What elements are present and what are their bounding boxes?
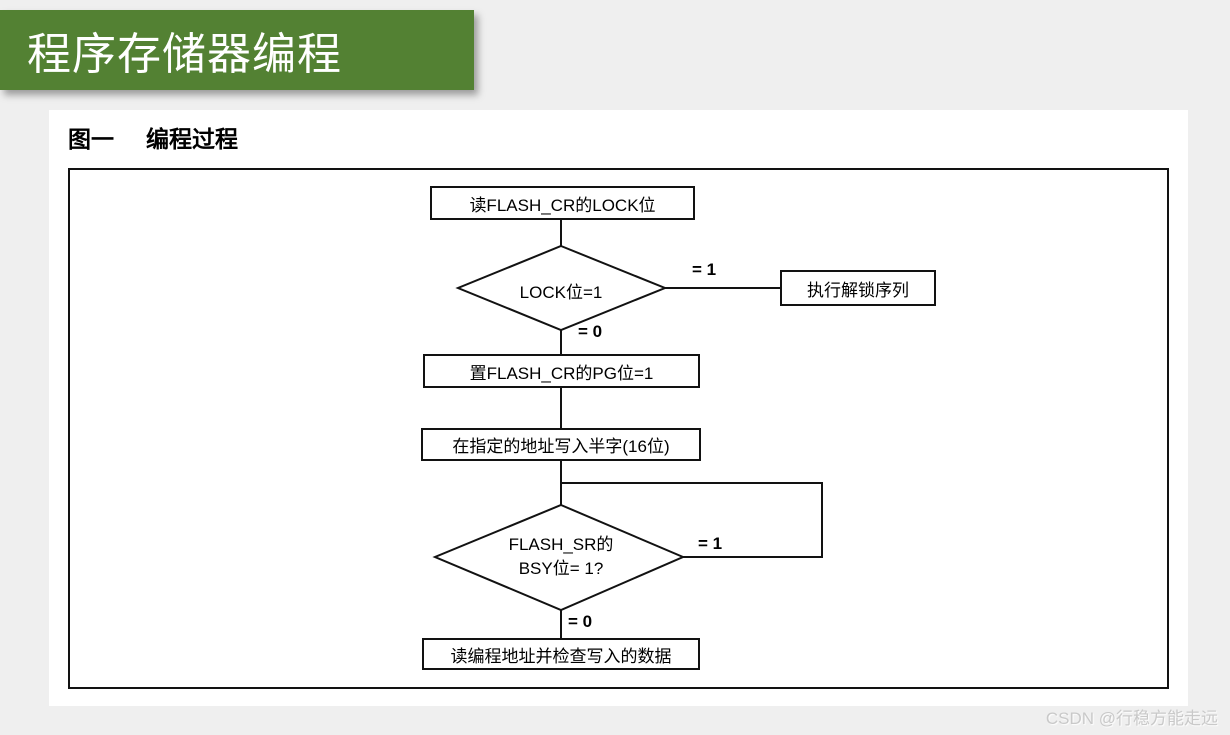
flowchart-canvas	[432, 220, 823, 640]
edge-label-lock-eq0: = 0	[578, 322, 603, 341]
page-title: 程序存储器编程	[27, 30, 342, 79]
node-unlock-sequence: 执行解锁序列	[780, 270, 936, 306]
title-banner: 程序存储器编程	[0, 10, 474, 90]
edge-label-bsy-eq0: = 0	[568, 612, 593, 631]
decision-bsy-line1: FLASH_SR的	[508, 535, 614, 554]
node-verify-data: 读编程地址并检查写入的数据	[422, 638, 700, 670]
decision-bsy-label: FLASH_SR的 BSY位= 1?	[461, 533, 661, 581]
node-read-lock-bit: 读FLASH_CR的LOCK位	[430, 186, 695, 220]
figure-caption: 图一 编程过程	[68, 120, 238, 154]
node-write-halfword: 在指定的地址写入半字(16位)	[421, 428, 701, 461]
edge-label-bsy-eq1: = 1	[698, 534, 723, 553]
decision-lock-shape	[455, 244, 668, 332]
connector-bsy-loop	[561, 482, 823, 558]
decision-bsy-line2: BSY位= 1?	[518, 559, 604, 578]
flowchart-frame: 读FLASH_CR的LOCK位 LOCK位=1 = 1 = 0 执行解锁序列 置…	[68, 168, 1169, 689]
figure-label: 图一	[68, 126, 114, 152]
decision-lock-label: LOCK位=1	[519, 283, 603, 302]
decision-bsy-shape	[432, 503, 686, 612]
node-set-pg-bit: 置FLASH_CR的PG位=1	[423, 354, 700, 388]
csdn-watermark: CSDN @行稳方能走远	[1045, 709, 1218, 728]
figure-title: 编程过程	[146, 126, 238, 152]
edge-label-lock-eq1: = 1	[692, 260, 717, 279]
